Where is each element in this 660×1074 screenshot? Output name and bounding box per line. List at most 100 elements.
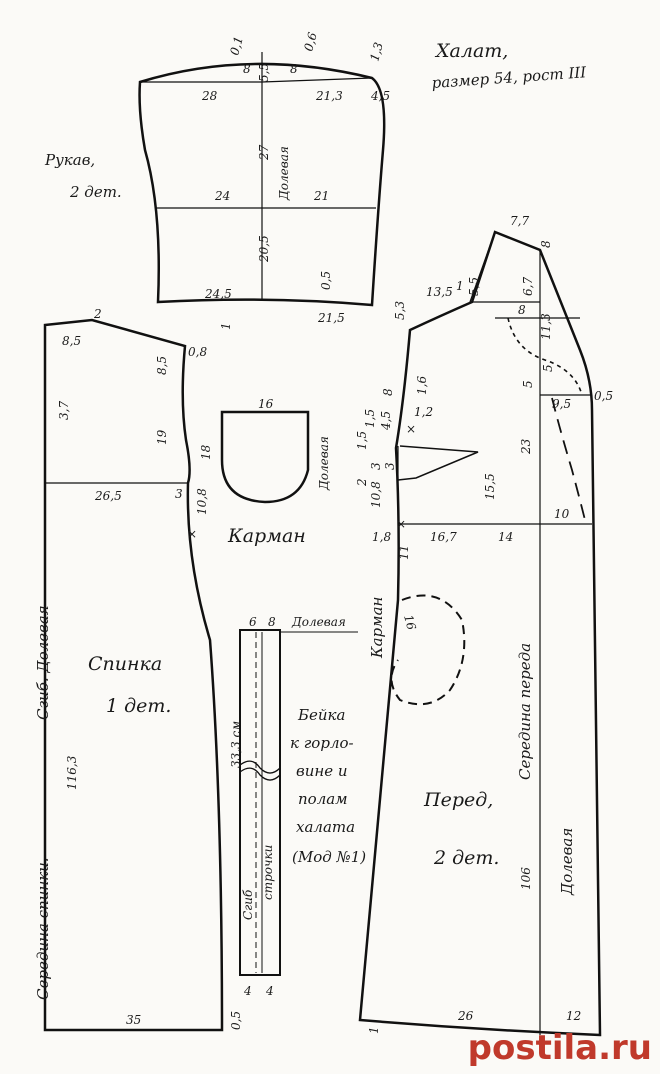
back-m08: 0,8: [188, 345, 207, 359]
front-m108: 10,8: [369, 481, 383, 508]
facing-caption-1: Бейка: [297, 706, 345, 724]
sleeve-m05: 0,5: [319, 271, 333, 290]
front-m05: 0,5: [594, 389, 613, 403]
pocket-name: Карман: [227, 525, 306, 547]
sleeve-m55: 5,5: [257, 63, 271, 82]
front-m95: 9,5: [552, 397, 571, 411]
back-m108: 10,8: [195, 488, 209, 515]
back-m19: 19: [155, 429, 169, 445]
back-m3: 3: [175, 487, 183, 501]
facing-caption-2: к горло-: [290, 734, 354, 752]
front-m1: 1: [456, 279, 464, 293]
front-m53: 5,3: [393, 301, 407, 320]
front-count: 2 дет.: [433, 847, 499, 869]
facing-bot-b: 4: [265, 984, 274, 998]
back-m85a: 8,5: [62, 334, 81, 348]
front-m135: 13,5: [426, 285, 453, 299]
sleeve-m8b: 8: [290, 62, 298, 76]
facing-caption-6: (Мод №1): [292, 848, 366, 866]
pocket-grain: Долевая: [317, 436, 331, 491]
front-m12: 1,2: [414, 405, 433, 419]
front-m113: 11,3: [539, 313, 553, 340]
facing-bot-a: 4: [243, 984, 252, 998]
sleeve-m06: 0,6: [301, 30, 320, 52]
front-m15: 1,5: [363, 409, 377, 428]
front-m8b: 8: [518, 303, 526, 317]
sleeve-m21: 21: [313, 189, 329, 203]
sleeve-m28: 28: [201, 89, 218, 103]
sleeve-count: 2 дет.: [69, 183, 122, 201]
sleeve-m215: 21,5: [317, 311, 345, 325]
sleeve-name: Рукав,: [44, 151, 95, 169]
title-line1: Халат,: [434, 40, 508, 62]
front-m16: 1,6: [415, 376, 429, 395]
sleeve-m01: 0,1: [227, 35, 245, 57]
front-pocket-label: Карман: [368, 597, 386, 659]
sleeve-m213: 21,3: [315, 89, 343, 103]
back-m265: 26,5: [94, 489, 122, 503]
front-m106: 106: [519, 867, 533, 890]
front-m23: 23: [519, 438, 533, 455]
facing-caption-3: вине и: [296, 762, 348, 780]
front-m26: 26: [457, 1009, 474, 1023]
facing-caption-5: халата: [296, 818, 355, 836]
back-m18: 18: [199, 444, 213, 460]
front-m45: 4,5: [379, 411, 393, 431]
front-m5a: 5: [521, 380, 535, 388]
facing-fold: Сгиб: [241, 889, 255, 920]
front-m2: 2: [355, 478, 369, 487]
sleeve-m13: 1,3: [367, 40, 386, 62]
facing-grain: Долевая: [291, 615, 346, 629]
front-m18: 1,8: [372, 530, 391, 544]
sleeve-m8a: 8: [243, 62, 251, 76]
facing-top-a: 6: [249, 615, 257, 629]
front-m14: 14: [498, 530, 513, 544]
back-m85b: 8,5: [155, 356, 169, 375]
facing-piece: 6 8 Долевая 33,3 см строчки Сгиб 4 4 Бей…: [229, 615, 366, 998]
front-m167: 16,7: [430, 530, 457, 544]
front-m3b: 3: [383, 462, 397, 470]
front-piece: 7,7 8 5,3 13,5 1 5,5 6,7 8 11,3 5 5 1,6 …: [355, 214, 613, 1037]
sleeve-m24: 24: [214, 189, 230, 203]
back-m37: 3,7: [57, 401, 71, 420]
front-name: Перед,: [423, 789, 493, 811]
sleeve-m45: 4,5: [370, 89, 390, 103]
front-m77: 7,7: [510, 214, 529, 228]
back-count: 1 дет.: [106, 695, 171, 717]
sleeve-grain: Долевая: [277, 146, 291, 201]
sleeve-m245: 24,5: [204, 287, 232, 301]
front-m10: 10: [554, 507, 570, 521]
front-mark-x2: ×: [396, 517, 406, 531]
front-m3a: 3: [369, 462, 383, 470]
back-m35: 35: [126, 1013, 141, 1027]
front-m12b: 12: [566, 1009, 581, 1023]
pocket-m16: 16: [258, 397, 274, 411]
title-line2: размер 54, рост III: [431, 63, 588, 92]
front-m11: 11: [397, 545, 411, 560]
pocket-piece: 16 Долевая Карман: [220, 397, 331, 547]
front-mark-x: ×: [406, 422, 416, 436]
sleeve-m205: 20,5: [257, 235, 271, 263]
back-mark-x: ×: [187, 527, 197, 541]
front-m8: 8: [539, 240, 553, 248]
facing-top-b: 8: [268, 615, 276, 629]
front-m55: 5,5: [467, 277, 481, 296]
facing-caption-4: полам: [298, 790, 348, 808]
facing-length: 33,3 см: [229, 721, 243, 768]
back-m1163: 116,3: [65, 755, 79, 790]
back-center: Середина спинки.: [34, 857, 52, 1000]
front-m1b: 1: [367, 1026, 381, 1034]
back-m2: 2: [93, 307, 102, 321]
back-name: Спинка: [88, 653, 162, 675]
back-piece: 2 8,5 0,8 8,5 3,7 19 18 26,5 3 10,8 × Сг…: [34, 307, 243, 1032]
sleeve-m27: 27: [257, 144, 271, 161]
front-m8c: 8: [381, 388, 395, 396]
front-m155: 15,5: [483, 473, 497, 500]
front-center: Середина переда: [516, 643, 534, 780]
watermark-logo: postila.ru: [467, 1028, 652, 1068]
front-m67: 6,7: [521, 277, 535, 296]
front-pocket-16: 16: [401, 613, 419, 632]
sleeve-m1: 1: [219, 322, 233, 330]
front-m5b: 5: [541, 364, 555, 372]
